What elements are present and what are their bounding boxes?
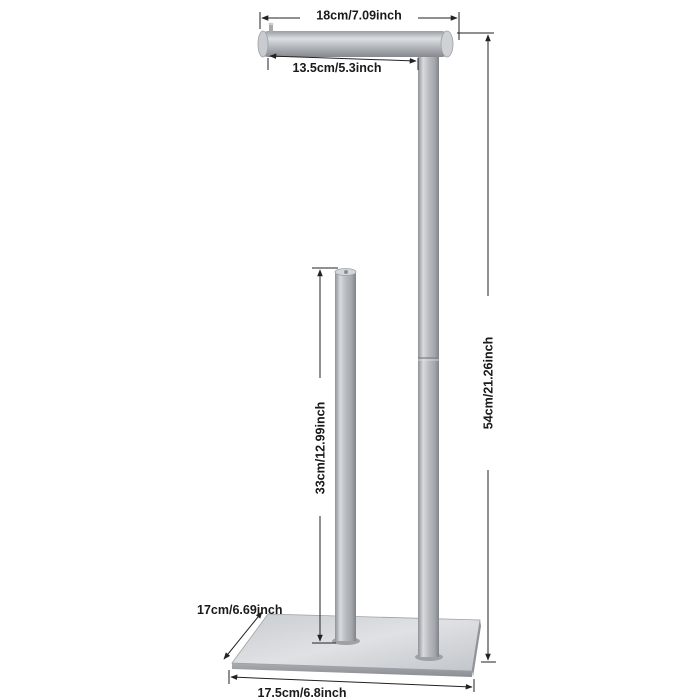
roll-space-width-label: 13.5cm/5.3inch <box>293 61 382 75</box>
reserve-rod <box>332 268 360 645</box>
dimension-roll-space-width: 13.5cm/5.3inch <box>267 53 419 75</box>
main-pole <box>415 45 443 661</box>
base-depth-label: 17cm/6.69inch <box>197 603 282 617</box>
base-width-label: 17.5cm/6.8inch <box>258 686 347 700</box>
reserve-rod-height-label: 33cm/12.99inch <box>314 402 328 494</box>
top-arm-width-label: 18cm/7.09inch <box>316 9 401 23</box>
dimension-total-height: 54cm/21.26inch <box>457 32 496 663</box>
top-arm <box>257 22 454 58</box>
total-height-label: 54cm/21.26inch <box>482 337 496 429</box>
dimension-base-depth: 17cm/6.69inch <box>197 603 282 660</box>
dimension-reserve-rod-height: 33cm/12.99inch <box>312 267 338 644</box>
dimension-top-arm-width: 18cm/7.09inch <box>259 6 460 40</box>
dimension-base-width: 17.5cm/6.8inch <box>228 670 475 700</box>
base-plate <box>231 613 481 677</box>
